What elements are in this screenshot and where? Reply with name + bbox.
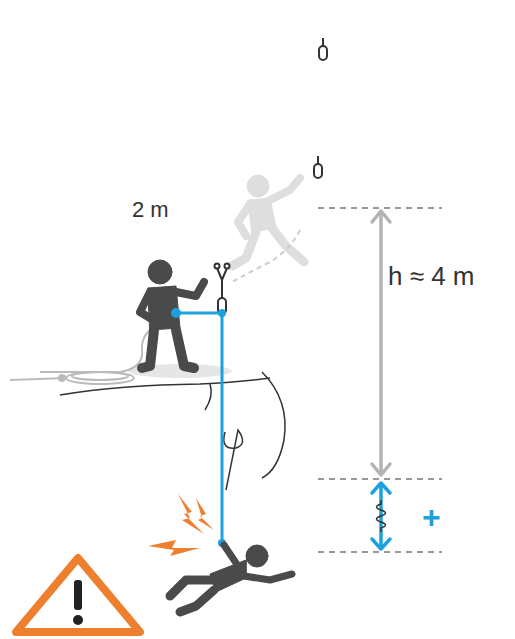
height-label: h ≈ 4 m bbox=[388, 263, 475, 289]
ghost-climber bbox=[232, 175, 304, 266]
spring-symbol bbox=[377, 500, 386, 532]
stretch-arrow bbox=[372, 483, 390, 549]
anchor-point bbox=[218, 309, 226, 317]
fallen-climber bbox=[170, 545, 292, 612]
rock-face bbox=[262, 372, 285, 478]
warning-sign bbox=[16, 558, 140, 632]
belay-point bbox=[171, 308, 181, 318]
ghost-quickdraw bbox=[314, 156, 322, 178]
height-arrow bbox=[372, 211, 390, 475]
increase-mark: + bbox=[422, 501, 441, 533]
rope-loop bbox=[224, 430, 243, 490]
dimension-label: 2 m bbox=[132, 199, 169, 221]
rock-edge bbox=[205, 384, 211, 410]
impact-bolts bbox=[148, 494, 214, 556]
top-quickdraw bbox=[319, 38, 327, 60]
reference-lines bbox=[318, 208, 442, 552]
rope-coil bbox=[10, 320, 168, 384]
loaded-rope bbox=[176, 313, 222, 543]
anchor-quickdraw bbox=[215, 264, 230, 315]
ghost-rope bbox=[232, 230, 300, 282]
